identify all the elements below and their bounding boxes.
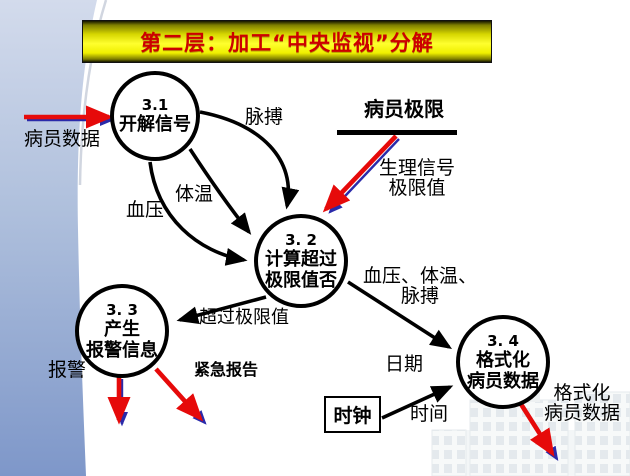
process-3-4-label: 格式化 (476, 349, 530, 371)
date-label: 日期 (385, 353, 424, 375)
temperature-arrow (188, 148, 252, 235)
process-3-4: 3. 4 格式化 病员数据 (456, 315, 550, 409)
process-3-2-label: 计算超过 (265, 248, 337, 270)
urgent-report-arrow (154, 367, 204, 422)
bp-temp-pulse-label: 血压、体温、 脉搏 (362, 265, 477, 307)
time-label: 时间 (410, 403, 449, 425)
patient-data-label: 病员数据 (24, 128, 101, 150)
process-3-3: 3. 3 产生 报警信息 (75, 284, 169, 378)
blood-pressure-label: 血压 (126, 199, 165, 221)
formatted-output-arrow (517, 399, 555, 457)
process-3-4-number: 3. 4 (487, 331, 519, 350)
physio-limits-arrow (322, 134, 398, 213)
pulse-arrow (199, 110, 300, 210)
clock-time-arrow (381, 385, 454, 420)
exceed-limit-label: 超过极限值 (199, 307, 289, 328)
process-3-2: 3. 2 计算超过 极限值否 (254, 214, 348, 308)
formatted-output-label: 格式化 病员数据 (543, 382, 620, 424)
process-3-3-number: 3. 3 (106, 300, 138, 319)
process-3-1-number: 3.1 (141, 96, 169, 114)
external-clock-box: 时钟 (324, 396, 381, 433)
store-patient-limits-label: 病员极限 (364, 97, 444, 121)
external-clock-label: 时钟 (333, 405, 372, 427)
urgent-report-label: 紧急报告 (194, 360, 259, 379)
bp-temp-pulse-arrow (347, 280, 453, 349)
store-patient-limits-bar (337, 130, 457, 135)
slide-title-banner: 第二层：加工“中央监视”分解 (82, 20, 492, 63)
process-3-2-number: 3. 2 (285, 230, 317, 249)
exceed-limit-arrow (176, 295, 267, 325)
pulse-label: 脉搏 (245, 106, 284, 128)
process-3-1-label: 开解信号 (119, 114, 191, 135)
physio-limits-label: 生理信号 极限值 (378, 157, 455, 199)
blood-pressure-arrow (148, 161, 248, 266)
slide-title: 第二层：加工“中央监视”分解 (140, 30, 434, 55)
building-photo (431, 388, 630, 476)
alarm-label: 报警 (48, 359, 87, 381)
process-3-3-label: 产生 (104, 318, 140, 340)
temperature-label: 体温 (175, 183, 214, 205)
process-3-1: 3.1 开解信号 (110, 71, 200, 161)
